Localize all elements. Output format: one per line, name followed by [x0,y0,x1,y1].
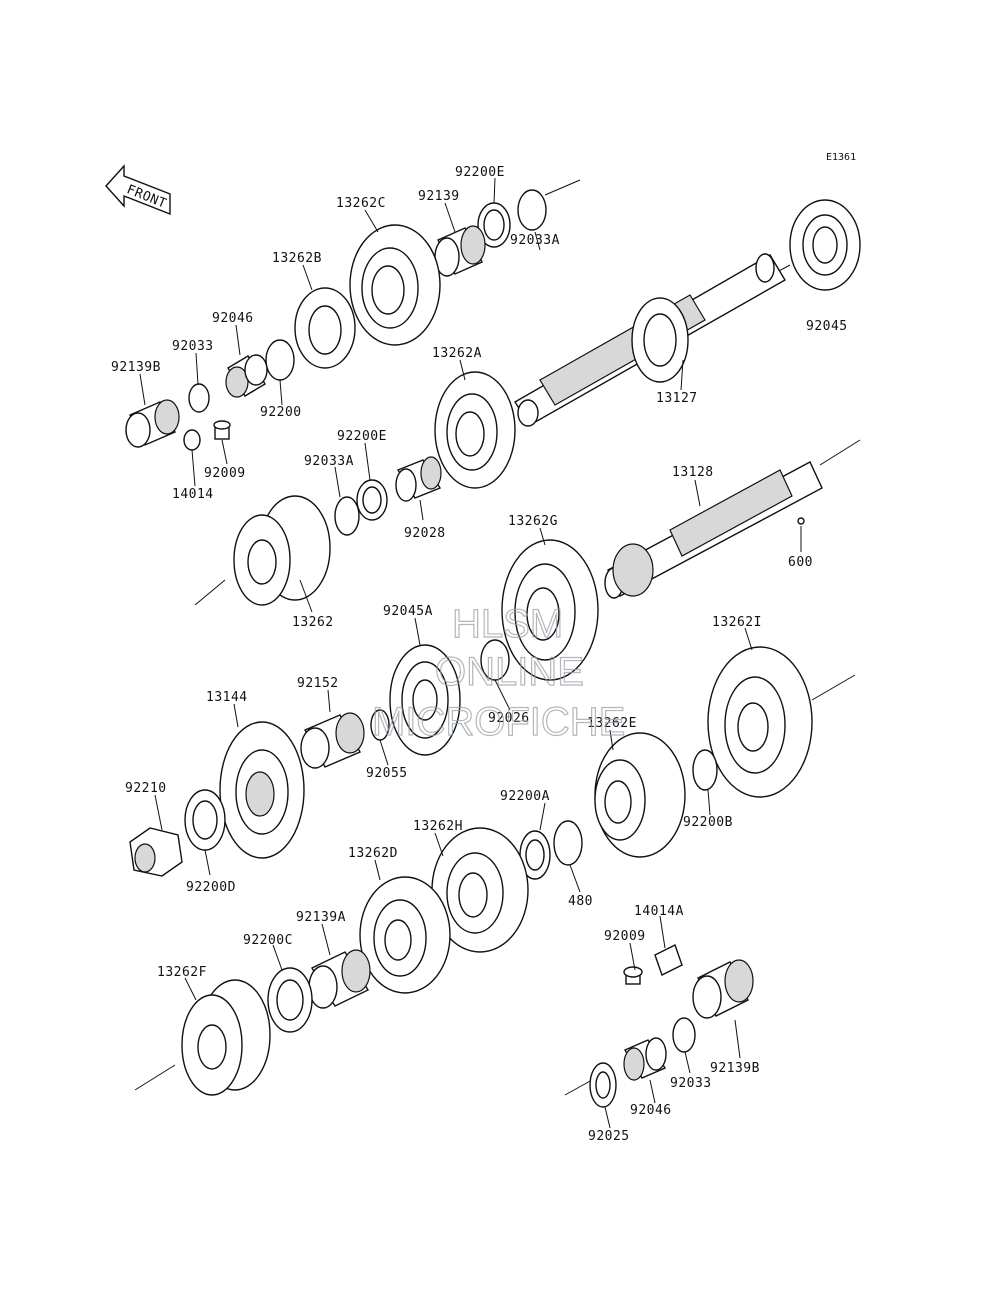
label-92025: 92025 [588,1129,630,1144]
sprocket-13144 [219,721,305,859]
label-92045: 92045 [806,319,848,334]
label-13127: 13127 [656,391,698,406]
bearing-92045 [789,199,861,291]
label-92055: 92055 [366,766,408,781]
bushing-92028 [395,456,442,502]
label-13262I: 13262I [712,615,762,630]
screw-92009-bottom [623,966,643,985]
label-92033-bottom: 92033 [670,1076,712,1091]
label-600: 600 [788,555,813,570]
label-92200E-mid: 92200E [337,429,387,444]
label-14014A: 14014A [634,904,684,919]
bushing-92139B-bottom [692,959,754,1019]
label-92200C: 92200C [243,933,293,948]
front-arrow-icon: FRONT [105,164,171,216]
washer-92200D [184,789,226,851]
label-13262C: 13262C [336,196,386,211]
needle-bearing-92046-bottom [623,1037,667,1081]
needle-bearing-92139-top [434,225,486,277]
collar-92152 [300,712,365,769]
circlip-92033-top [188,383,210,413]
bearing-92045A [389,644,461,756]
gear-13262B [294,287,356,369]
label-13262B: 13262B [272,251,322,266]
label-92139B-top: 92139B [111,360,161,375]
leader-lines [139,177,802,1129]
gear-13262H [431,827,529,953]
label-13262: 13262 [292,615,334,630]
circlip-92033A-top [517,189,547,231]
washer-92200B [692,749,718,791]
watermark-line3: MICROFICHE [372,700,625,744]
label-92033-top: 92033 [172,339,214,354]
label-92026: 92026 [488,711,530,726]
washer-92025 [564,1062,617,1108]
label-13262D: 13262D [348,846,398,861]
circlip-92033-bottom [672,1017,696,1053]
needle-bearing-92046-top [225,354,268,398]
watermark-line1: HLSM [452,602,563,646]
label-14014: 14014 [172,487,214,502]
gear-13262E [594,732,686,858]
label-13144: 13144 [206,690,248,705]
gear-13262F [134,979,271,1096]
part-600 [797,517,805,525]
screw-92009-top [213,420,231,440]
label-92045A: 92045A [383,604,433,619]
label-13262A: 13262A [432,346,482,361]
label-92139B-bottom: 92139B [710,1061,760,1076]
nut-92210 [129,827,183,877]
washer-92200E-mid [356,479,388,521]
gear-13127 [631,297,689,383]
part-labels: 92200E 92139 13262C 92033A 13262B 92045 … [111,165,848,1144]
washer-92200-top [265,339,295,381]
bushing-92139B-top [125,399,180,448]
label-92200-top: 92200 [260,405,302,420]
label-92009-top: 92009 [204,466,246,481]
label-92046-top: 92046 [212,311,254,326]
label-92139-top: 92139 [418,189,460,204]
label-92046-bottom: 92046 [630,1103,672,1118]
label-92009-bottom: 92009 [604,929,646,944]
label-13262G: 13262G [508,514,558,529]
gear-13262G [501,539,599,681]
label-92210: 92210 [125,781,167,796]
gear-13262A [434,371,516,489]
label-13262E: 13262E [587,716,637,731]
label-92028: 92028 [404,526,446,541]
watermark-line2: ONLINE [435,650,584,694]
label-13262F: 13262F [157,965,207,980]
main-shaft-13127 [514,253,791,427]
watermark: HLSM ONLINE MICROFICHE [371,601,626,744]
label-92152: 92152 [297,676,339,691]
gear-13262 [194,495,331,606]
plate-14014A [654,944,683,976]
plate-14014 [183,429,201,451]
bushing-92139A [308,949,371,1009]
circlip-480 [553,820,583,866]
label-92200B: 92200B [683,815,733,830]
circlip-92033A-mid [334,496,360,536]
diagram-code: E1361 [826,152,856,163]
label-92200A: 92200A [500,789,550,804]
gear-13262D [359,876,451,994]
gear-13262I [707,646,856,798]
washer-92200A [519,830,551,880]
label-92200E-top: 92200E [455,165,505,180]
gear-13262C [349,224,441,346]
label-480: 480 [568,894,593,909]
label-92033A-top: 92033A [510,233,560,248]
drive-shaft-13128 [604,439,861,599]
label-13262H: 13262H [413,819,463,834]
washer-92200C [267,967,313,1033]
label-92139A: 92139A [296,910,346,925]
label-92200D: 92200D [186,880,236,895]
label-13128: 13128 [672,465,714,480]
label-92033A-mid: 92033A [304,454,354,469]
